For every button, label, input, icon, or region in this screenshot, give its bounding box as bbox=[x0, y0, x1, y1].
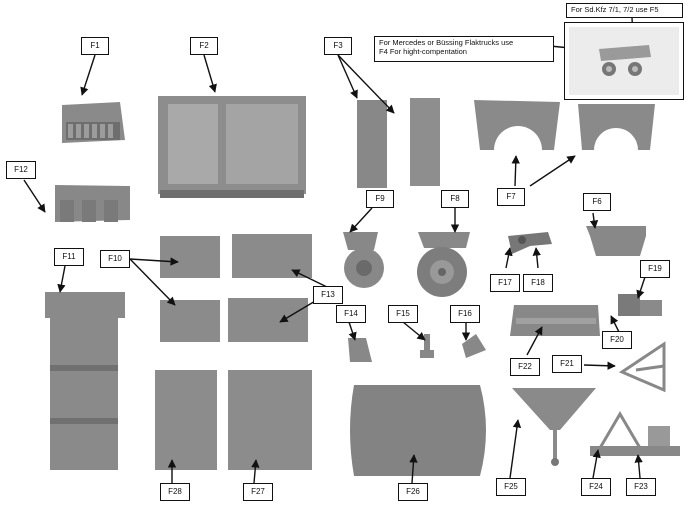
part-f25 bbox=[512, 388, 596, 466]
part-f9 bbox=[343, 232, 384, 288]
part-f21 bbox=[618, 341, 666, 393]
label-f13: F13 bbox=[313, 286, 343, 304]
label-f2: F2 bbox=[190, 37, 218, 55]
part-f6 bbox=[586, 226, 646, 256]
label-f6: F6 bbox=[583, 193, 611, 211]
label-f17: F17 bbox=[490, 274, 520, 292]
label-f11: F11 bbox=[54, 248, 84, 266]
part-f2 bbox=[158, 96, 306, 198]
label-f10: F10 bbox=[100, 250, 130, 268]
f5-note-text: For Sd.Kfz 7/1, 7/2 use F5 bbox=[571, 5, 659, 15]
label-f23: F23 bbox=[626, 478, 656, 496]
part-f26 bbox=[350, 385, 486, 476]
label-f19: F19 bbox=[640, 260, 670, 278]
f5-photo-inset bbox=[564, 22, 684, 100]
label-f27: F27 bbox=[243, 483, 273, 501]
f5-photo-image bbox=[569, 27, 679, 95]
part-f24-f23 bbox=[590, 411, 680, 456]
label-f16: F16 bbox=[450, 305, 480, 323]
label-f14: F14 bbox=[336, 305, 366, 323]
label-f3: F3 bbox=[324, 37, 352, 55]
part-f22 bbox=[510, 305, 600, 336]
label-f24: F24 bbox=[581, 478, 611, 496]
label-f25: F25 bbox=[496, 478, 526, 496]
part-f3 bbox=[357, 98, 440, 188]
part-f1 bbox=[62, 102, 125, 143]
label-f1: F1 bbox=[81, 37, 109, 55]
label-f28: F28 bbox=[160, 483, 190, 501]
label-f21: F21 bbox=[552, 355, 582, 373]
f4-note: For Mercedes or Büssing Flaktrucks use F… bbox=[374, 36, 554, 62]
part-f12 bbox=[55, 185, 130, 222]
f5-note: For Sd.Kfz 7/1, 7/2 use F5 bbox=[566, 3, 683, 18]
label-f26: F26 bbox=[398, 483, 428, 501]
label-f20: F20 bbox=[602, 331, 632, 349]
part-f28-f27 bbox=[155, 370, 312, 470]
label-f7: F7 bbox=[497, 188, 525, 206]
part-f13 bbox=[228, 234, 312, 342]
part-f10 bbox=[160, 236, 220, 342]
part-f17-f18 bbox=[508, 232, 552, 254]
part-f7 bbox=[474, 100, 655, 150]
label-f12: F12 bbox=[6, 161, 36, 179]
part-f11 bbox=[45, 292, 125, 470]
label-f9: F9 bbox=[366, 190, 394, 208]
f4-note-line1: For Mercedes or Büssing Flaktrucks use bbox=[379, 38, 514, 47]
f4-note-line2: F4 For hight-compentation bbox=[379, 46, 467, 56]
label-f8: F8 bbox=[441, 190, 469, 208]
part-f19-f20 bbox=[618, 294, 662, 316]
label-f18: F18 bbox=[523, 274, 553, 292]
part-f8 bbox=[417, 232, 470, 297]
label-f22: F22 bbox=[510, 358, 540, 376]
label-f15: F15 bbox=[388, 305, 418, 323]
